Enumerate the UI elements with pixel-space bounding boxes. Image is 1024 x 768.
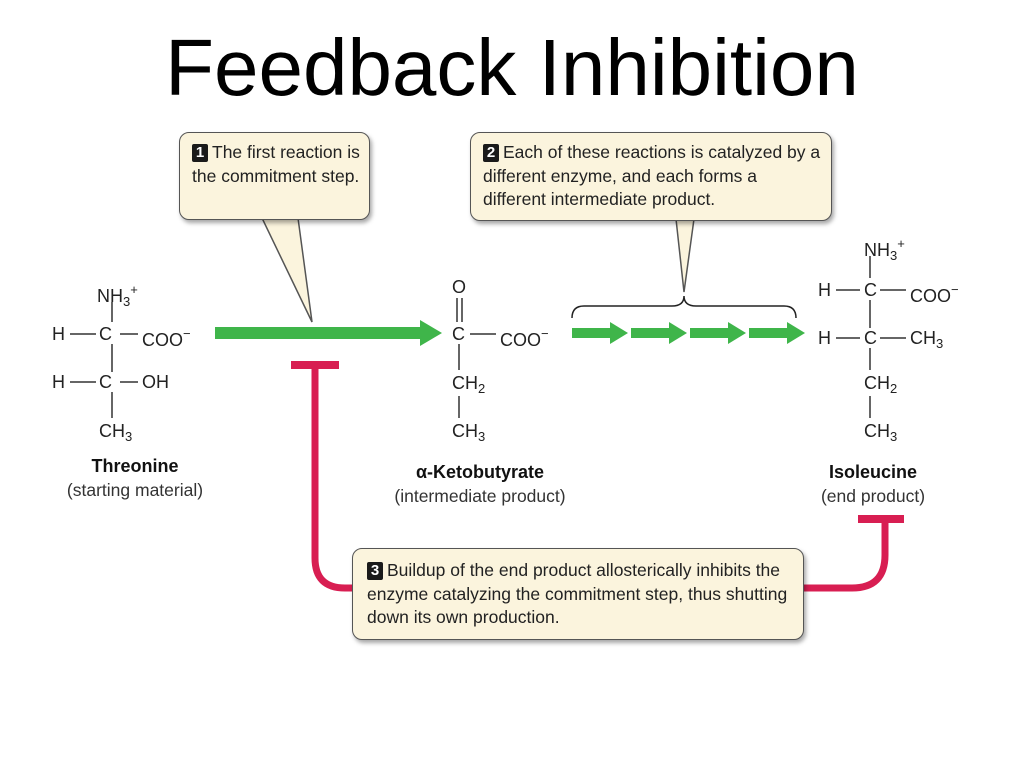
threonine-c2: C bbox=[99, 372, 112, 392]
isoleucine-h1: H bbox=[818, 280, 831, 300]
threonine-h1: H bbox=[52, 324, 65, 344]
commitment-step-arrow bbox=[215, 320, 442, 346]
step-1-badge: 1 bbox=[192, 144, 208, 162]
threonine-name: Threonine bbox=[91, 456, 179, 476]
step-3-badge: 3 bbox=[367, 562, 383, 580]
isoleucine-nh3: NH3+ bbox=[864, 236, 905, 263]
ketobutyrate-o: O bbox=[452, 277, 467, 297]
feedback-inhibition-line bbox=[311, 366, 889, 592]
ketobutyrate-ch2: CH2 bbox=[452, 373, 486, 396]
inhibition-bar-commitment bbox=[291, 361, 339, 369]
threonine-coo: COO− bbox=[142, 326, 191, 350]
isoleucine-name: Isoleucine bbox=[828, 462, 918, 482]
inhibition-bar-isoleucine bbox=[858, 515, 904, 523]
ketobutyrate-role: (intermediate product) bbox=[394, 486, 566, 506]
threonine-role: (starting material) bbox=[66, 480, 204, 500]
threonine-oh: OH bbox=[142, 372, 169, 392]
isoleucine-h2: H bbox=[818, 328, 831, 348]
callout-2-text: Each of these reactions is catalyzed by … bbox=[483, 142, 821, 209]
threonine-nh3: NH3+ bbox=[97, 282, 138, 309]
reaction-bracket bbox=[571, 295, 797, 319]
callout-1-text: The first reaction is the commitment ste… bbox=[192, 142, 360, 186]
ketobutyrate-c: C bbox=[452, 324, 465, 344]
threonine-bonds bbox=[70, 302, 138, 418]
reaction-arrow-3 bbox=[690, 322, 746, 344]
isoleucine-role: (end product) bbox=[820, 486, 926, 506]
isoleucine-c2: C bbox=[864, 328, 877, 348]
isoleucine-coo: COO− bbox=[910, 282, 959, 306]
ketobutyrate-bonds bbox=[456, 298, 496, 418]
isoleucine-c1: C bbox=[864, 280, 877, 300]
threonine-h2: H bbox=[52, 372, 65, 392]
reaction-arrow-4 bbox=[749, 322, 805, 344]
step-2-badge: 2 bbox=[483, 144, 499, 162]
isoleucine-ch3-side: CH3 bbox=[910, 328, 944, 351]
reaction-arrow-1 bbox=[572, 322, 628, 344]
threonine-c1: C bbox=[99, 324, 112, 344]
slide-title: Feedback Inhibition bbox=[165, 23, 859, 112]
isoleucine-bonds bbox=[836, 256, 906, 418]
reaction-arrow-2 bbox=[631, 322, 687, 344]
ketobutyrate-coo: COO− bbox=[500, 326, 549, 350]
callout-2-pointer bbox=[675, 218, 695, 293]
ketobutyrate-ch3: CH3 bbox=[452, 421, 486, 444]
threonine-ch3: CH3 bbox=[99, 421, 133, 444]
callout-3-text: Buildup of the end product allostericall… bbox=[367, 560, 788, 627]
isoleucine-ch2: CH2 bbox=[864, 373, 898, 396]
callout-1-pointer bbox=[260, 217, 313, 323]
ketobutyrate-name: α-Ketobutyrate bbox=[415, 462, 545, 482]
isoleucine-ch3: CH3 bbox=[864, 421, 898, 444]
